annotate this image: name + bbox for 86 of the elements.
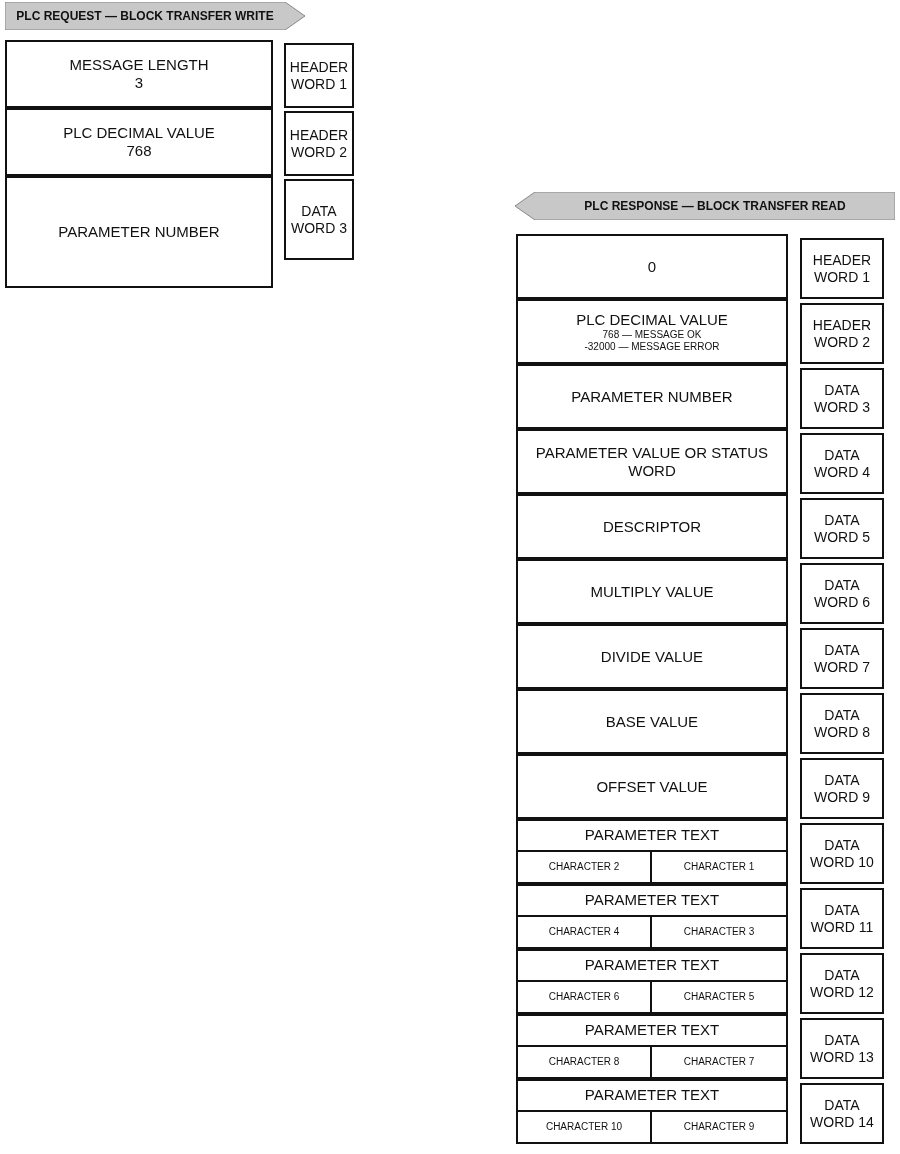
- cell-heading: PARAMETER TEXT: [584, 826, 720, 845]
- cell-text: OFFSET VALUE: [596, 777, 708, 796]
- cell-text: HEADER WORD 2: [811, 316, 873, 351]
- split-table-cell: [516, 949, 788, 1014]
- cell-text: DATA WORD 4: [813, 446, 871, 481]
- cell-text: DATA WORD 10: [809, 836, 875, 871]
- cell-text: DATA WORD 11: [809, 901, 875, 936]
- cell-text: DATA WORD 8: [813, 706, 871, 741]
- data-field-cell: [516, 559, 788, 624]
- word-label-cell: [284, 111, 354, 176]
- word-label-cell: [800, 628, 884, 689]
- data-field-cell: [516, 364, 788, 429]
- cell-text: DATA WORD 9: [813, 771, 871, 806]
- cell-heading: PARAMETER TEXT: [584, 1086, 720, 1105]
- cell-text: MULTIPLY VALUE: [590, 582, 714, 601]
- cell-text: DATA WORD 12: [809, 966, 875, 1001]
- cell-text: PLC DECIMAL VALUE: [576, 310, 728, 329]
- banner-title: PLC REQUEST — BLOCK TRANSFER WRITE: [16, 8, 274, 25]
- cell-text: PARAMETER VALUE OR STATUS WORD: [534, 443, 770, 480]
- cell-text: HEADER WORD 2: [289, 126, 349, 161]
- word-label-cell: [284, 179, 354, 260]
- data-field-cell: [516, 624, 788, 689]
- banner-title: PLC RESPONSE — BLOCK TRANSFER READ: [584, 198, 846, 215]
- cell-text: DIVIDE VALUE: [600, 647, 704, 666]
- data-field-cell: [516, 494, 788, 559]
- word-label-cell: [800, 368, 884, 429]
- cell-text: PARAMETER NUMBER: [58, 223, 220, 241]
- arrow-banner: [5, 2, 305, 30]
- word-label-cell: [800, 1083, 884, 1144]
- cell-text: PLC DECIMAL VALUE: [63, 124, 215, 142]
- split-table-cell: [516, 1079, 788, 1144]
- sub-cell-text: CHARACTER 2: [548, 860, 620, 873]
- word-label-cell: [800, 303, 884, 364]
- split-table-cell: [516, 819, 788, 884]
- data-field-cell: [5, 176, 273, 288]
- word-label-cell: [800, 693, 884, 754]
- cell-text: BASE VALUE: [605, 712, 699, 731]
- sub-cell-text: CHARACTER 3: [683, 925, 755, 938]
- cell-value-text: -32000 — MESSAGE ERROR: [584, 340, 720, 353]
- cell-value-text: 768: [126, 142, 152, 160]
- cell-value-text: 768 — MESSAGE OK: [602, 328, 702, 341]
- cell-text: DATA WORD 3: [813, 381, 871, 416]
- data-field-cell: [516, 754, 788, 819]
- data-field-cell: [5, 40, 273, 108]
- word-label-cell: [800, 1018, 884, 1079]
- cell-value-text: 3: [134, 74, 144, 92]
- split-table-cell: [516, 1014, 788, 1079]
- word-label-cell: [800, 953, 884, 1014]
- cell-text: 0: [647, 257, 657, 276]
- data-field-cell: [516, 689, 788, 754]
- data-field-cell: [516, 429, 788, 494]
- cell-text: DESCRIPTOR: [602, 517, 702, 536]
- cell-text: MESSAGE LENGTH: [69, 56, 209, 74]
- sub-cell-text: CHARACTER 8: [548, 1055, 620, 1068]
- cell-text: DATA WORD 13: [809, 1031, 875, 1066]
- cell-text: PARAMETER NUMBER: [571, 387, 733, 406]
- cell-heading: PARAMETER TEXT: [584, 891, 720, 910]
- cell-text: HEADER WORD 1: [811, 251, 873, 286]
- sub-cell-text: CHARACTER 10: [545, 1120, 623, 1133]
- word-label-cell: [800, 888, 884, 949]
- cell-text: DATA WORD 7: [813, 641, 871, 676]
- sub-cell-text: CHARACTER 9: [683, 1120, 755, 1133]
- cell-text: DATA WORD 3: [290, 202, 348, 237]
- data-field-cell: [516, 234, 788, 299]
- word-label-cell: [800, 823, 884, 884]
- cell-text: DATA WORD 14: [809, 1096, 875, 1131]
- cell-heading: PARAMETER TEXT: [584, 956, 720, 975]
- split-table-cell: [516, 884, 788, 949]
- data-field-cell: [516, 299, 788, 364]
- sub-cell-text: CHARACTER 4: [548, 925, 620, 938]
- cell-text: DATA WORD 5: [813, 511, 871, 546]
- word-label-cell: [800, 563, 884, 624]
- word-label-cell: [284, 43, 354, 108]
- word-label-cell: [800, 433, 884, 494]
- word-label-cell: [800, 758, 884, 819]
- data-field-cell: [5, 108, 273, 176]
- word-label-cell: [800, 238, 884, 299]
- arrow-banner: [515, 192, 895, 220]
- cell-text: DATA WORD 6: [813, 576, 871, 611]
- sub-cell-text: CHARACTER 5: [683, 990, 755, 1003]
- word-label-cell: [800, 498, 884, 559]
- sub-cell-text: CHARACTER 7: [683, 1055, 755, 1068]
- cell-text: HEADER WORD 1: [289, 58, 349, 93]
- cell-heading: PARAMETER TEXT: [584, 1021, 720, 1040]
- sub-cell-text: CHARACTER 1: [683, 860, 755, 873]
- sub-cell-text: CHARACTER 6: [548, 990, 620, 1003]
